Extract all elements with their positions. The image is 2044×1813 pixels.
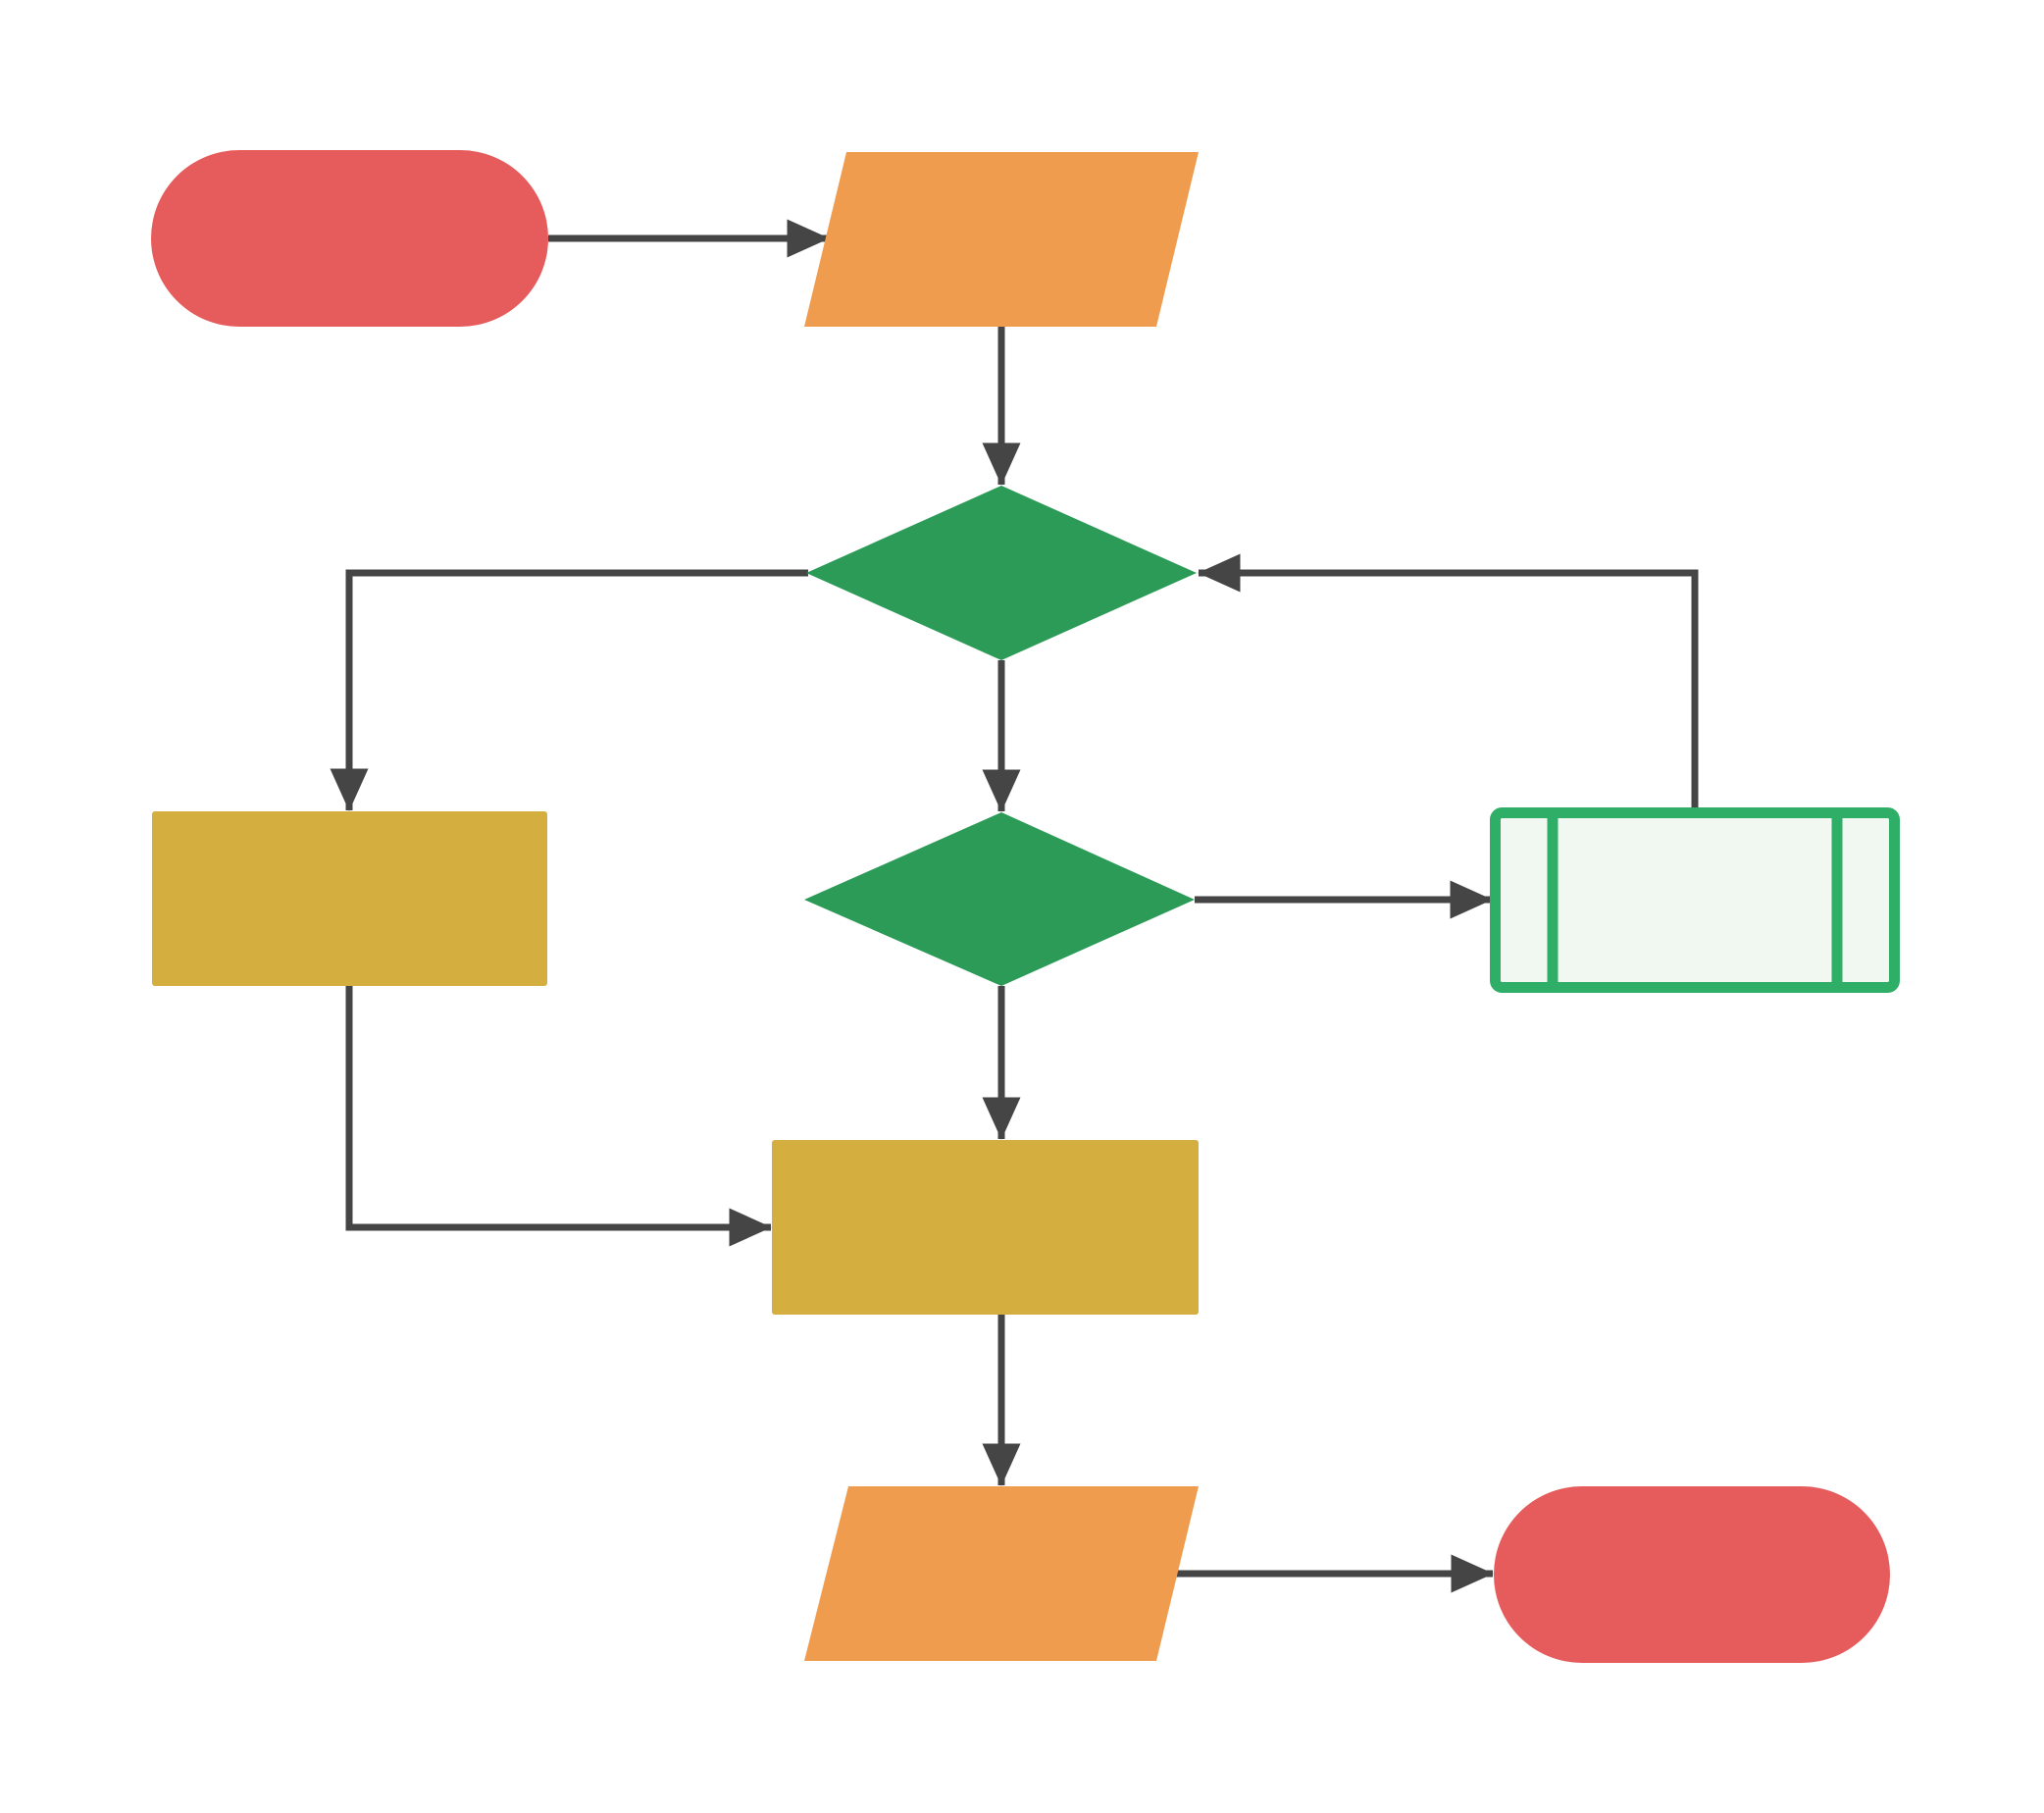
decision-1-diamond-node [806,486,1197,660]
input-parallelogram-node [804,152,1199,327]
edges-layer [330,219,1699,1593]
process-2-node [772,1140,1199,1315]
output-parallelogram-node [804,1486,1199,1661]
start-terminator-node [151,150,548,327]
predefined-process-node [1490,807,1900,993]
edge-process-1-to-process-2 [345,986,772,1247]
process-1-node [152,811,547,986]
edge-predefined-to-decision-1 [1198,553,1699,809]
end-terminator-node [1494,1486,1890,1663]
nodes-layer [151,150,1900,1663]
edge-decision-1-to-process-1 [330,569,808,811]
decision-2-diamond-node [804,812,1195,986]
